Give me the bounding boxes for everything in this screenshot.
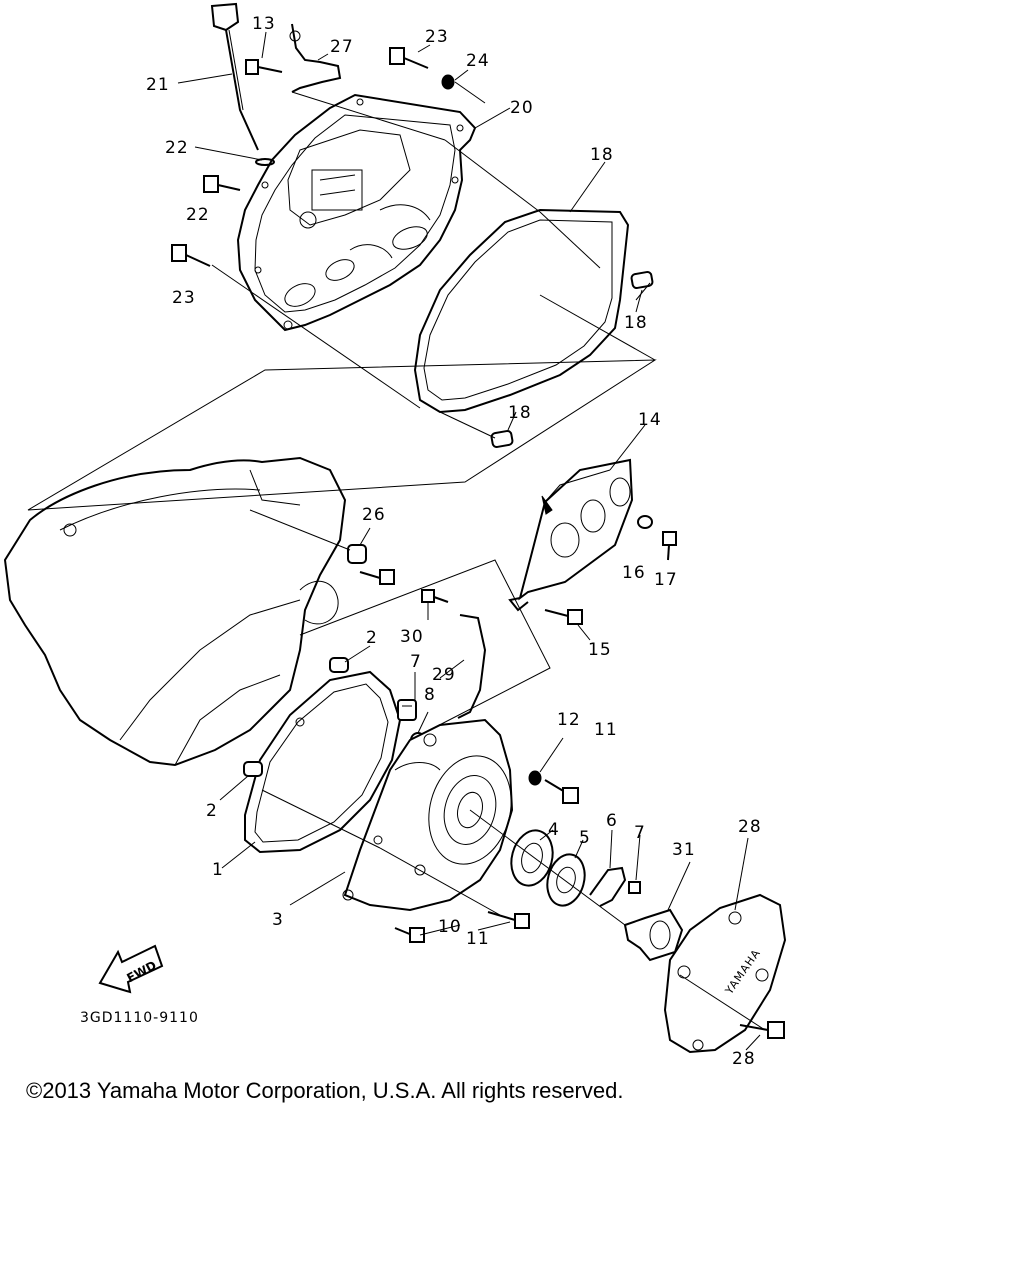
- callout-30: 30: [400, 627, 424, 647]
- callout-6: 6: [606, 811, 618, 831]
- callout-10: 10: [438, 917, 462, 937]
- callout-18-upper: 18: [624, 313, 648, 333]
- bearing-5: [546, 853, 586, 907]
- diagram-code: 3GD1110-9110: [80, 1010, 199, 1026]
- callout-17: 18: [590, 145, 614, 165]
- dowel-pin-18-lower: [490, 430, 514, 448]
- callout-19: 20: [510, 98, 534, 118]
- bracket-25: [289, 23, 342, 93]
- generator-cover-3: [342, 718, 514, 912]
- dowel-2-upper: [329, 657, 349, 673]
- fwd-label: FWD: [124, 958, 158, 985]
- plug-8: [397, 699, 417, 721]
- crankcase: [3, 456, 347, 767]
- callout-27: 28: [738, 817, 762, 837]
- callout-14: 15: [588, 640, 612, 660]
- callout-31: 31: [672, 840, 696, 860]
- callout-16: 17: [654, 570, 678, 590]
- bolt-30: [421, 589, 449, 603]
- callout-labels: 13 27 23 24 21 20 22 18 22 23 18 18 14 2…: [146, 14, 762, 1069]
- copyright-notice: ©2013 Yamaha Motor Corporation, U.S.A. A…: [26, 1078, 624, 1103]
- crankcase-cover: [236, 93, 477, 332]
- callout-26: 26: [362, 505, 386, 525]
- callout-24: 24: [466, 51, 490, 71]
- washer-15: [637, 515, 653, 529]
- gasket-17-inner: [423, 219, 613, 401]
- seal-4: [510, 829, 554, 887]
- callout-4: 4: [548, 820, 560, 840]
- callout-23-left: 23: [172, 288, 196, 308]
- shaft-31: [623, 908, 684, 962]
- callout-12: 12: [557, 710, 581, 730]
- callout-13: 14: [638, 410, 662, 430]
- callout-29: 29: [432, 665, 456, 685]
- reference-plane-lower: [299, 559, 551, 736]
- bolt-11-upper: [544, 779, 579, 804]
- spacer-26: [249, 509, 367, 564]
- washer-24: [441, 74, 455, 90]
- screw-7: [628, 881, 641, 894]
- callout-21: 22: [165, 138, 189, 158]
- o-ring-21: [255, 158, 275, 166]
- callout-25: 27: [330, 37, 354, 57]
- bolt-26: [359, 569, 395, 585]
- retainer-6: [589, 866, 627, 907]
- gasket-17: [413, 208, 630, 414]
- callout-22-top: 13: [252, 14, 276, 34]
- bolt-11-lower: [487, 911, 530, 929]
- callout-11-lower: 11: [466, 929, 490, 949]
- bolt-10: [394, 927, 425, 943]
- cover-13: [508, 458, 634, 612]
- callout-7: 7: [634, 823, 646, 843]
- callout-2-upper: 2: [366, 628, 378, 648]
- callout-15: 16: [622, 563, 646, 583]
- bolt-22-left: [203, 175, 241, 193]
- cover-27: YAMAHA: [663, 893, 787, 1054]
- callout-9: 8: [424, 685, 436, 705]
- callout-23-top: 23: [425, 27, 449, 47]
- callout-5: 5: [579, 828, 591, 848]
- guide-29: [457, 614, 487, 719]
- callout-22-left: 22: [186, 205, 210, 225]
- gasket-1: [244, 670, 402, 854]
- dipstick-20: [210, 2, 259, 151]
- bolt-16: [662, 531, 677, 561]
- callout-28: 28: [732, 1049, 756, 1069]
- dowel-pin-18-upper: [630, 271, 654, 289]
- bolt-23-left: [171, 244, 211, 267]
- callout-2-lower: 2: [206, 801, 218, 821]
- reference-plane-upper: [27, 359, 657, 511]
- washer-12: [528, 770, 542, 786]
- gasket-1-inner: [254, 683, 389, 843]
- callout-20: 21: [146, 75, 170, 95]
- dowel-2-lower: [243, 761, 263, 777]
- bolt-22-top: [245, 59, 283, 75]
- callout-8: 7: [410, 652, 422, 672]
- callout-1: 1: [212, 860, 224, 880]
- bolt-23-top: [389, 47, 429, 69]
- bolt-14: [544, 609, 583, 625]
- exploded-parts-diagram: YAMAHA: [3, 2, 787, 1069]
- fwd-arrow-icon: FWD: [98, 944, 164, 994]
- callout-11-upper: 11: [594, 720, 618, 740]
- callout-3: 3: [272, 910, 284, 930]
- leader-lines: [177, 31, 766, 1051]
- callout-18-lower: 18: [508, 403, 532, 423]
